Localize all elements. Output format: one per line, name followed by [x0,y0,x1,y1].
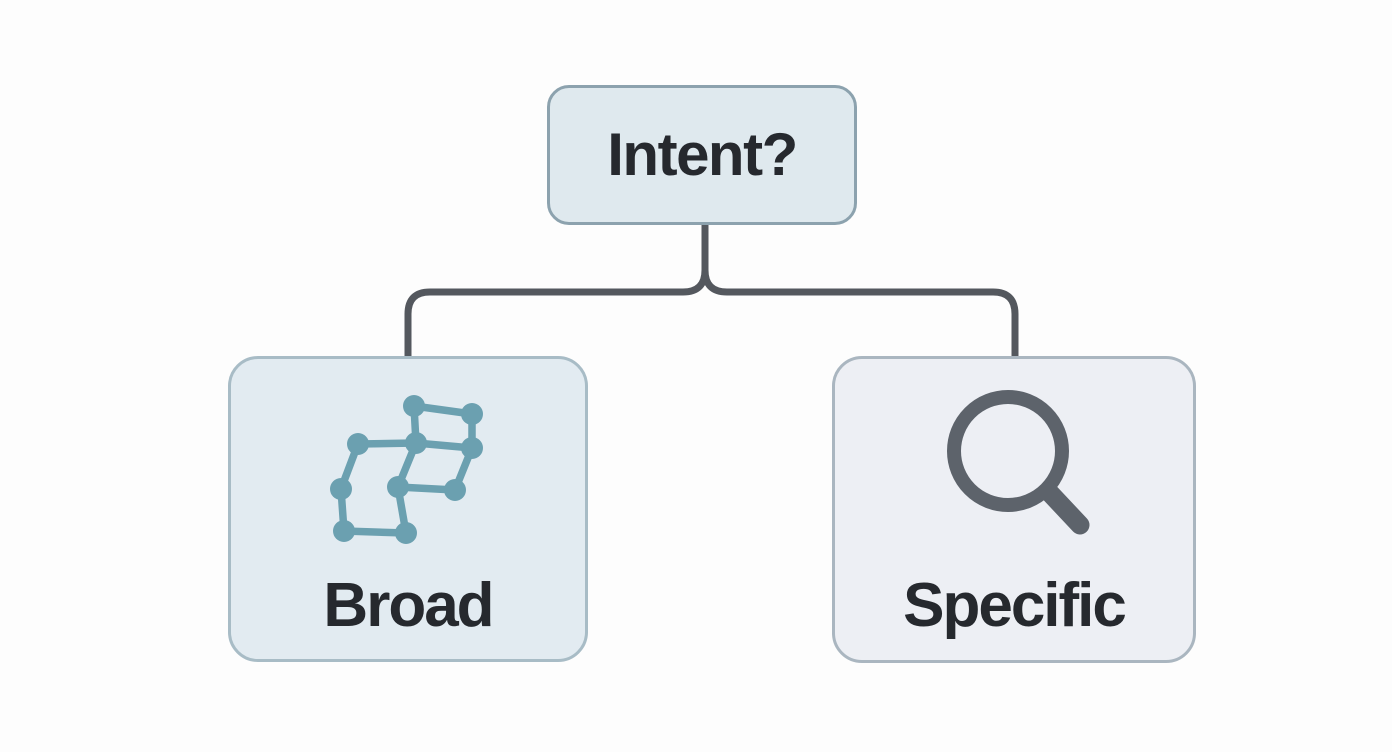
broad-node: Broad [228,356,588,662]
magnifier-lens [947,390,1069,512]
connector-right-branch [701,224,1019,362]
specific-node-label: Specific [903,571,1127,640]
magnifier-handle [1039,482,1090,535]
intent-node-label: Intent? [607,121,798,188]
network-graph-edges [337,402,476,537]
magnifier-icon [947,390,1090,535]
network-graph-icon [330,395,483,544]
broad-node-label: Broad [323,571,494,640]
network-graph-nodes [330,395,483,544]
intent-node: Intent? [547,85,857,225]
connector-left-branch [404,224,709,362]
specific-node: Specific [832,356,1196,663]
